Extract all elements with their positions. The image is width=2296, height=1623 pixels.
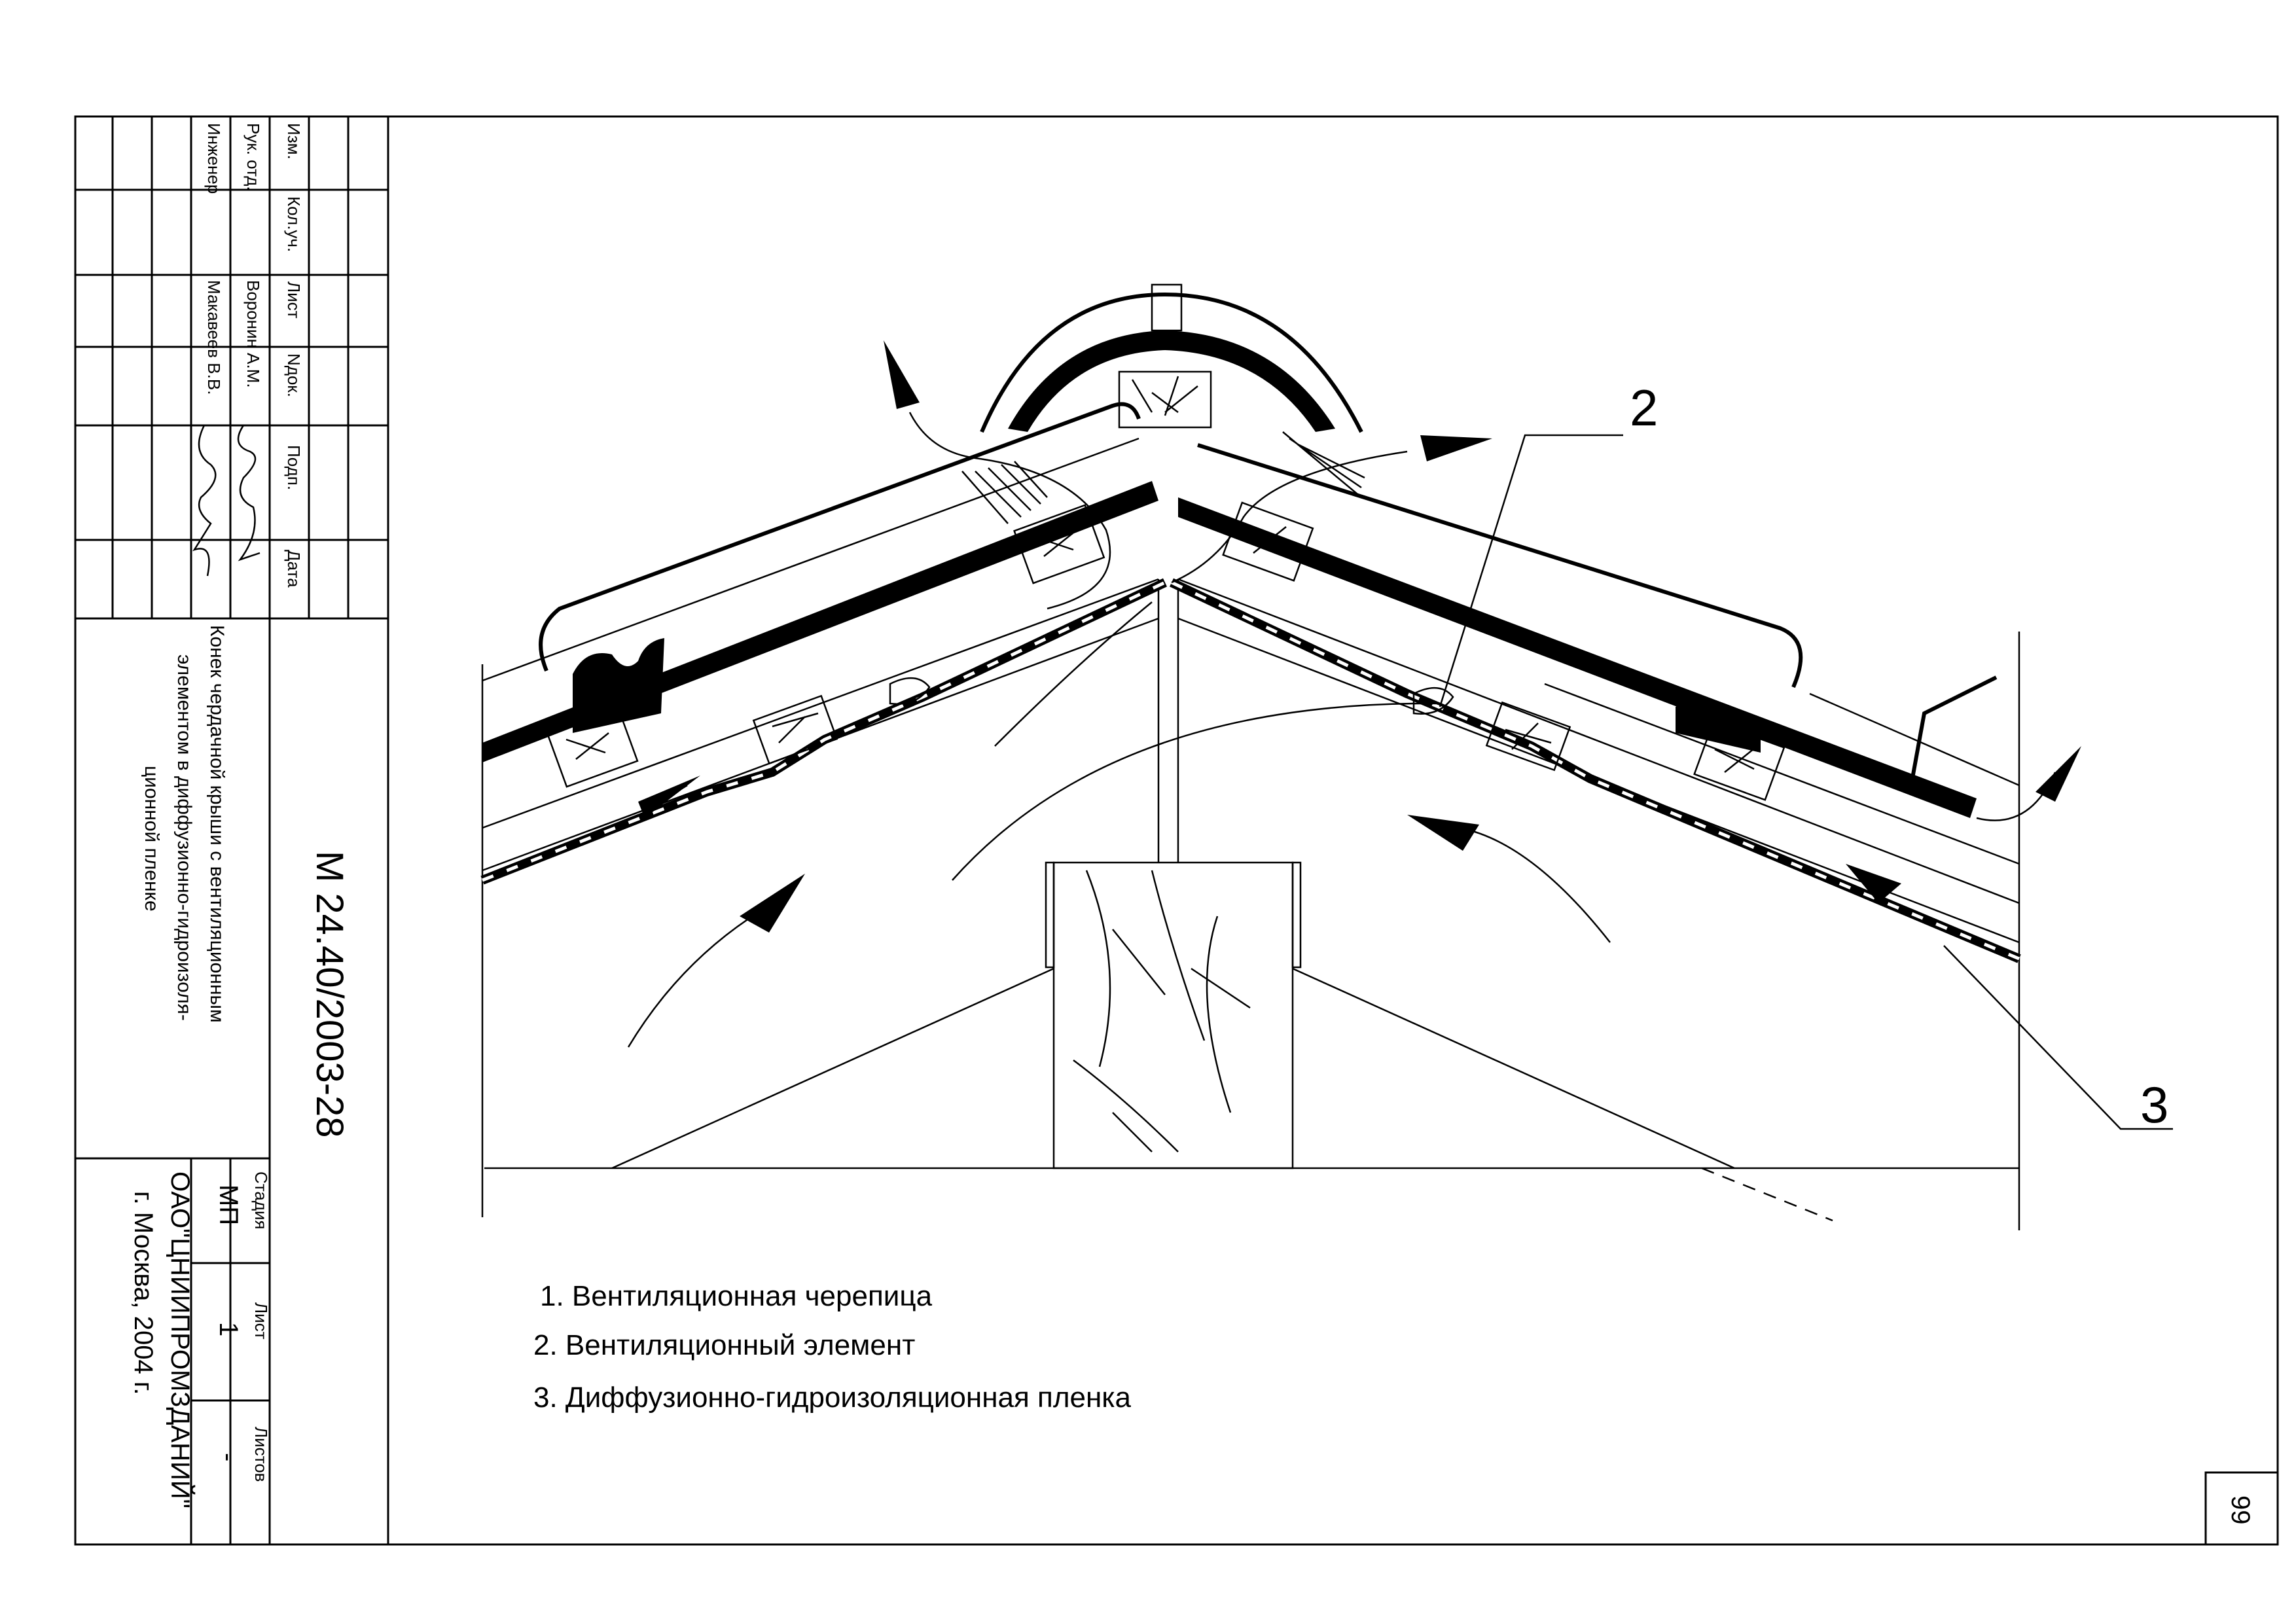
name-makaveev: Макавеев В.В.	[204, 280, 224, 395]
header-podp: Подп.	[284, 445, 304, 490]
organization-city: г. Москва, 2004 г.	[129, 1191, 158, 1395]
signature-2	[192, 425, 217, 577]
sheet-header: Лист	[251, 1302, 271, 1340]
header-izm: Изм.	[284, 123, 304, 160]
role-engineer: Инженер	[204, 123, 224, 194]
leader-3	[1943, 945, 2173, 1130]
ventilation-element	[1412, 687, 1454, 715]
callout-2: 2	[1630, 379, 1658, 437]
roof-ridge-drawing	[480, 283, 2173, 1230]
sheet-number-box	[2204, 1471, 2279, 1546]
header-list: Лист	[284, 281, 304, 319]
legend-item-1: 1. Вентиляционная черепица	[540, 1280, 933, 1312]
leader-2	[1439, 434, 1623, 707]
legend-item-3: 3. Диффузионно-гидроизоляционная пленка	[533, 1382, 1132, 1414]
organization-name: ОАО"ЦНИИПРОМЗДАНИЙ"	[166, 1171, 196, 1508]
sheets-value: -	[214, 1453, 243, 1461]
sheets-header: Листов	[251, 1427, 271, 1482]
signature-1	[237, 425, 260, 562]
title-line-1: Конек чердачной крыши с вентиляционным	[206, 625, 228, 1023]
header-data: Дата	[284, 550, 304, 588]
title-block: Изм. Кол.уч. Лист Nдок. Подп. Дата Рук. …	[75, 116, 388, 1544]
callout-3: 3	[2140, 1076, 2168, 1133]
title-line-2: элементом в диффузионно-гидроизоля-	[173, 654, 195, 1021]
document-code: М 24.40/2003-28	[308, 851, 351, 1138]
stage-header: Стадия	[251, 1171, 271, 1230]
header-kol: Кол.уч.	[284, 196, 304, 252]
title-line-3: ционной пленке	[141, 766, 162, 912]
sheet-value: 1	[214, 1322, 243, 1336]
sheet-number: 99	[2226, 1495, 2255, 1525]
outer-frame	[74, 115, 2279, 1546]
name-voronin: Воронин А.М.	[243, 280, 263, 388]
ridge-cap	[980, 292, 1363, 433]
legend-item-2: 2. Вентиляционный элемент	[533, 1329, 915, 1361]
ridge-beam	[1052, 861, 1294, 1169]
role-ruk: Рук. отд.	[243, 123, 263, 191]
header-ndok: Nдок.	[284, 353, 304, 397]
stage-value: МП	[214, 1185, 243, 1225]
